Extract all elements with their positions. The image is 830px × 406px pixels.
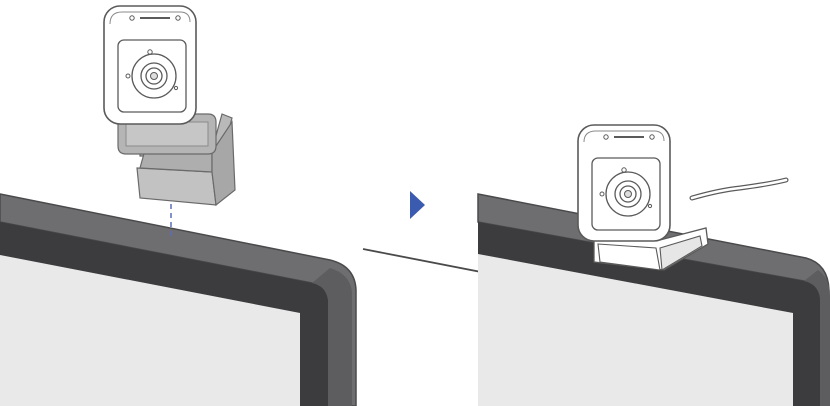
right-monitor-screen xyxy=(478,254,793,406)
left-webcam xyxy=(103,5,197,125)
left-monitor-bezel-side xyxy=(312,268,352,406)
play-triangle-icon xyxy=(410,191,425,219)
left-webcam-clip xyxy=(117,113,236,207)
right-monitor xyxy=(477,193,830,406)
right-webcam xyxy=(577,124,671,242)
left-monitor-screen xyxy=(0,255,300,406)
left-monitor-bezel-front xyxy=(0,222,328,406)
left-monitor xyxy=(0,193,357,406)
right-webcam-clip xyxy=(593,227,709,271)
right-monitor-bezel-side xyxy=(804,270,830,406)
right-monitor-bezel-front xyxy=(478,222,820,406)
